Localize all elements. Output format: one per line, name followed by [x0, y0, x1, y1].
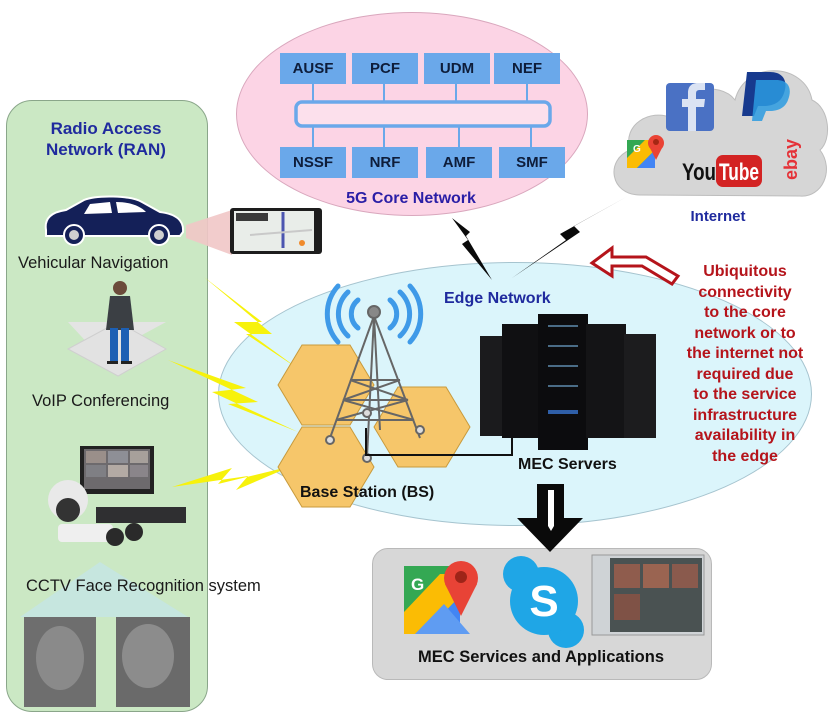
nf-udm: UDM	[424, 53, 490, 84]
edge-network-title: Edge Network	[444, 290, 551, 307]
nf-ausf: AUSF	[280, 53, 346, 84]
nf-pcf: PCF	[352, 53, 418, 84]
ebay-logo-icon: ebay	[781, 139, 801, 180]
internet-title: Internet	[690, 208, 746, 225]
core-network-title: 5G Core Network	[346, 190, 476, 207]
label-vehicular-navigation: Vehicular Navigation	[18, 254, 169, 272]
cctv-camera-icon	[48, 446, 186, 546]
facebook-logo-icon	[666, 83, 714, 131]
ubiquitous-connectivity-note: Ubiquitous connectivity to the core netw…	[686, 263, 804, 465]
person-on-phone-icon	[66, 281, 168, 377]
navigation-screen-icon	[186, 208, 322, 255]
car-icon	[44, 195, 185, 246]
youtube-logo-icon: You Tube	[682, 155, 762, 187]
nf-nssf: NSSF	[280, 147, 346, 178]
ran-title: Radio Access Network (RAN)	[46, 119, 166, 159]
google-maps-logo-icon: G	[627, 135, 664, 168]
svg-text:G: G	[411, 575, 424, 594]
mec-services-title: MEC Services and Applications	[417, 648, 665, 666]
svg-text:G: G	[633, 144, 641, 155]
label-cctv-face-recognition: CCTV Face Recognition system	[26, 577, 261, 595]
video-conference-app-icon	[591, 554, 705, 636]
nf-smf: SMF	[499, 147, 565, 178]
down-arrow-icon	[517, 484, 583, 552]
lightning-ran-bs-icon	[168, 277, 300, 490]
mec-servers-icon	[480, 314, 656, 450]
cell-tower-icon	[325, 305, 425, 463]
svg-text:S: S	[529, 577, 558, 626]
face-recognition-icon	[20, 562, 190, 707]
lightning-core-edge-icon	[452, 218, 492, 280]
svg-text:ebay: ebay	[781, 139, 801, 180]
wireless-signal-icon	[324, 283, 424, 345]
label-voip-conferencing: VoIP Conferencing	[32, 392, 170, 410]
bs-server-link	[365, 428, 513, 456]
nf-nrf: NRF	[352, 147, 418, 178]
svg-text:Tube: Tube	[719, 159, 759, 186]
core-bus	[294, 84, 552, 147]
google-maps-app-icon: G	[404, 561, 478, 634]
nf-amf: AMF	[426, 147, 492, 178]
mec-servers-label: MEC Servers	[518, 456, 617, 473]
base-station-label: Base Station (BS)	[300, 484, 435, 501]
paypal-logo-icon	[742, 72, 790, 121]
svg-text:You: You	[682, 159, 716, 186]
skype-app-icon: S	[503, 556, 584, 648]
lightning-internet-edge-icon	[512, 196, 628, 278]
base-station-cells	[277, 344, 471, 508]
red-arrow-icon	[589, 245, 681, 286]
nf-nef: NEF	[494, 53, 560, 84]
